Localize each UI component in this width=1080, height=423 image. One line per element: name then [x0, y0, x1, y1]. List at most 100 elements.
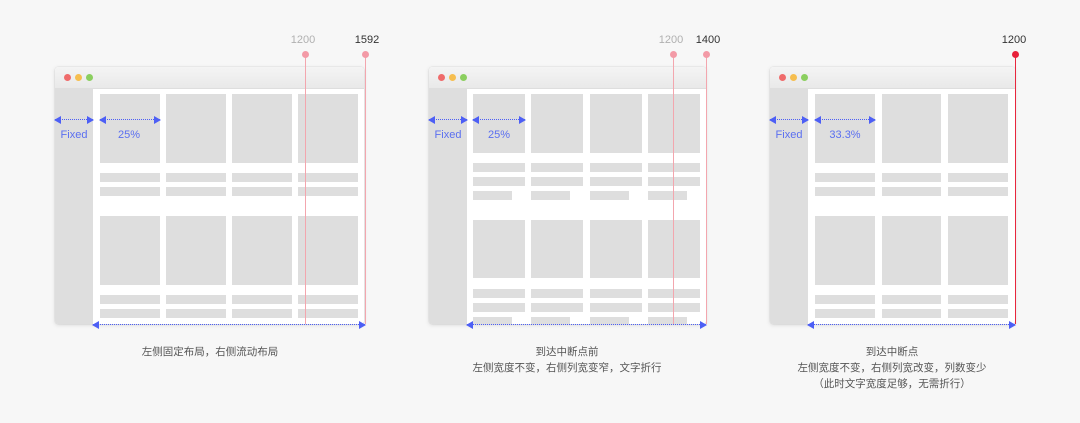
- text-line: [298, 187, 358, 196]
- browser-window: [429, 67, 706, 324]
- text-line-wrapped: [590, 317, 629, 324]
- card-image: [531, 220, 583, 278]
- column-width-arrow-icon: [814, 115, 876, 124]
- breakpoint-line-1400: [706, 54, 707, 324]
- sidebar-width-arrow-icon: [769, 115, 809, 124]
- text-line: [473, 177, 525, 186]
- text-line: [473, 289, 525, 298]
- text-line: [815, 173, 875, 182]
- text-line: [882, 187, 941, 196]
- text-line: [100, 173, 160, 182]
- breakpoint-dot-icon: [670, 51, 677, 58]
- close-dot-icon: [64, 74, 71, 81]
- window-titlebar: [55, 67, 364, 89]
- card-image: [298, 94, 358, 163]
- window-titlebar: [429, 67, 706, 89]
- card-image: [166, 216, 226, 285]
- text-line: [590, 303, 642, 312]
- text-line: [166, 187, 226, 196]
- panel-caption: 左侧固定布局，右侧流动布局: [142, 344, 279, 360]
- card-image: [948, 216, 1008, 285]
- close-dot-icon: [779, 74, 786, 81]
- card-image: [815, 216, 875, 285]
- sidebar-width-label: Fixed: [775, 129, 803, 141]
- fixed-sidebar: [429, 89, 467, 324]
- text-line-wrapped: [473, 191, 512, 200]
- text-line-wrapped: [531, 191, 570, 200]
- close-dot-icon: [438, 74, 445, 81]
- column-width-label: 33.3%: [829, 129, 861, 141]
- card-image: [882, 216, 941, 285]
- breakpoint-label: 1200: [290, 34, 316, 46]
- caption-line: 左侧固定布局，右侧流动布局: [141, 346, 279, 358]
- column-width-arrow-icon: [99, 115, 161, 124]
- text-line: [473, 303, 525, 312]
- maximize-dot-icon: [86, 74, 93, 81]
- text-line: [531, 289, 583, 298]
- content-width-arrow-icon: [466, 320, 707, 329]
- text-line: [166, 309, 226, 318]
- text-line: [100, 187, 160, 196]
- browser-window: [55, 67, 364, 324]
- minimize-dot-icon: [449, 74, 456, 81]
- text-line: [815, 187, 875, 196]
- text-line: [298, 173, 358, 182]
- breakpoint-label: 1200: [1001, 34, 1027, 46]
- text-line: [948, 309, 1008, 318]
- card-image: [166, 94, 226, 163]
- card-image: [590, 94, 642, 153]
- text-line: [648, 289, 700, 298]
- text-line: [100, 295, 160, 304]
- text-line: [531, 303, 583, 312]
- text-line: [815, 295, 875, 304]
- text-line: [473, 163, 525, 172]
- text-line: [948, 295, 1008, 304]
- caption-line: 到达中断点前: [535, 346, 599, 358]
- text-line: [531, 177, 583, 186]
- text-line-wrapped: [590, 191, 629, 200]
- card-image: [648, 220, 700, 278]
- caption-line: 左侧宽度不变，右侧列宽改变，列数变少: [797, 362, 987, 374]
- breakpoint-line-1592: [365, 54, 366, 324]
- text-line: [166, 295, 226, 304]
- text-line: [590, 177, 642, 186]
- breakpoint-label: 1400: [695, 34, 721, 46]
- content-width-arrow-icon: [807, 320, 1016, 329]
- text-line: [232, 309, 292, 318]
- text-line: [882, 295, 941, 304]
- column-width-label: 25%: [117, 129, 141, 141]
- maximize-dot-icon: [801, 74, 808, 81]
- card-image: [232, 216, 292, 285]
- panel-caption: 到达中断点前 左侧宽度不变，右侧列宽变窄，文字折行: [473, 344, 662, 376]
- breakpoint-line-1200: [305, 54, 306, 324]
- breakpoint-dot-icon: [302, 51, 309, 58]
- window-titlebar: [770, 67, 1015, 89]
- text-line: [948, 173, 1008, 182]
- text-line: [232, 187, 292, 196]
- minimize-dot-icon: [790, 74, 797, 81]
- breakpoint-label: 1592: [354, 34, 380, 46]
- caption-line: （此时文字宽度足够，无需折行）: [813, 378, 971, 390]
- card-image: [531, 94, 583, 153]
- text-line: [648, 177, 700, 186]
- card-image: [473, 94, 525, 153]
- text-line: [882, 309, 941, 318]
- caption-line: 左侧宽度不变，右侧列宽变窄，文字折行: [472, 362, 662, 374]
- text-line: [298, 309, 358, 318]
- sidebar-width-arrow-icon: [428, 115, 468, 124]
- text-line: [531, 163, 583, 172]
- text-line: [648, 303, 700, 312]
- text-line: [590, 163, 642, 172]
- card-image: [473, 220, 525, 278]
- text-line: [815, 309, 875, 318]
- card-image: [298, 216, 358, 285]
- breakpoint-dot-icon: [362, 51, 369, 58]
- text-line: [590, 289, 642, 298]
- panel-caption: 到达中断点 左侧宽度不变，右侧列宽改变，列数变少 （此时文字宽度足够，无需折行）: [798, 344, 987, 392]
- minimize-dot-icon: [75, 74, 82, 81]
- column-width-label: 25%: [487, 129, 511, 141]
- sidebar-width-arrow-icon: [54, 115, 94, 124]
- text-line: [882, 173, 941, 182]
- card-image: [100, 216, 160, 285]
- breakpoint-label: 1200: [658, 34, 684, 46]
